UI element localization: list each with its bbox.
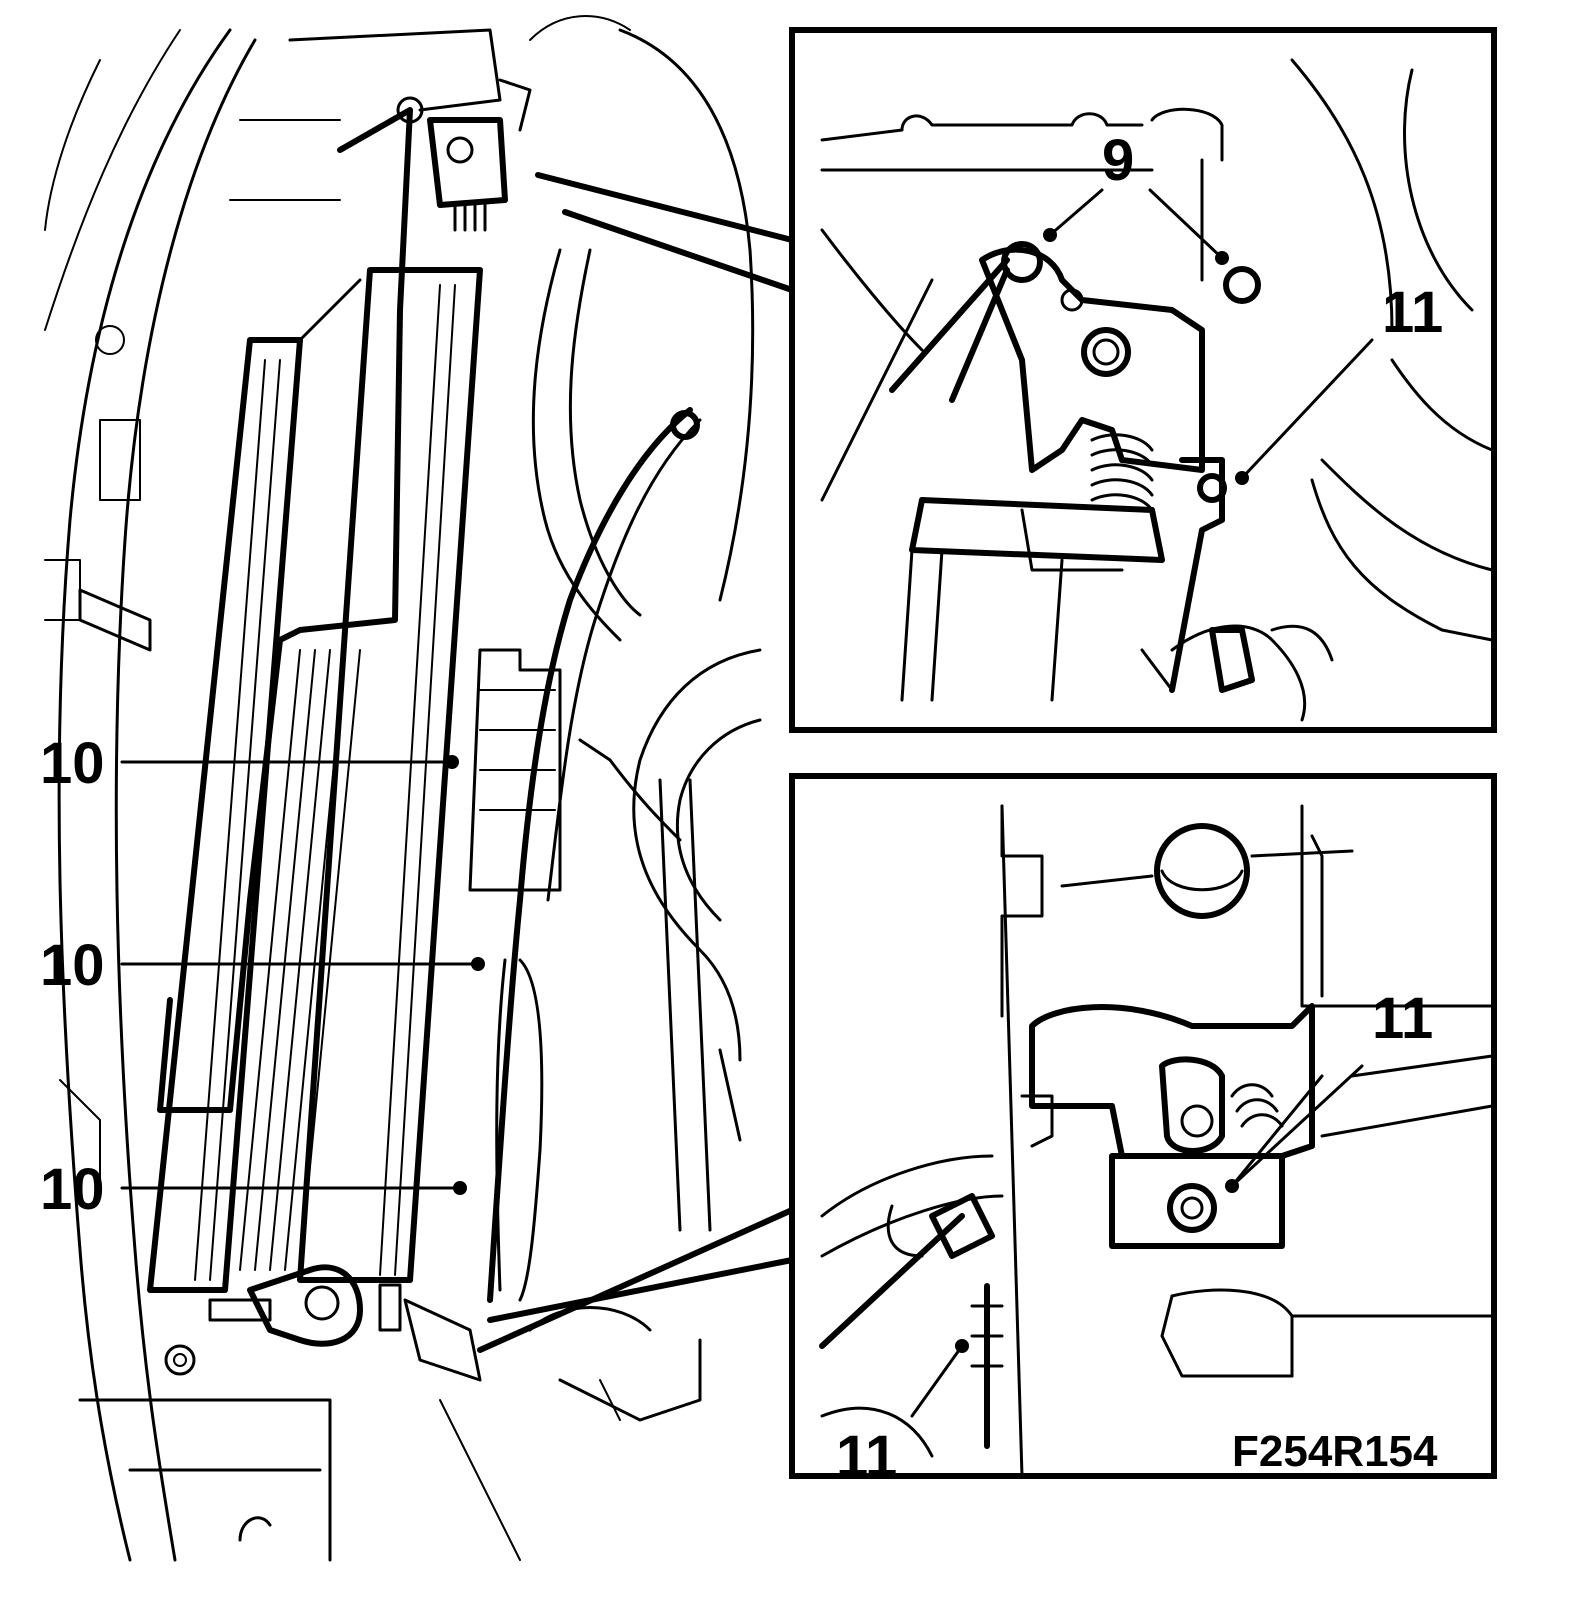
callout-label-11-upper: 11 bbox=[1372, 986, 1433, 1051]
inset-nut-right bbox=[1223, 266, 1261, 304]
radiator-core bbox=[147, 337, 303, 1293]
top-inset-frame bbox=[789, 27, 1497, 733]
bottom-inset-grommet bbox=[1154, 823, 1250, 919]
top-mount-bracket bbox=[396, 78, 532, 232]
figure-id-label: F254R154 bbox=[1232, 1427, 1438, 1476]
callout-label-10-b: 10 bbox=[40, 933, 105, 998]
callout-label-10-c: 10 bbox=[40, 1157, 105, 1222]
lower-mount-bracket bbox=[208, 1264, 402, 1347]
main-view: 10 10 10 bbox=[40, 15, 795, 1562]
bottom-inset: 11 11 F254R154 bbox=[789, 773, 1497, 1489]
bottom-inset-bracket bbox=[1109, 1153, 1285, 1249]
connector-box bbox=[468, 648, 562, 892]
callout-label-9: 9 bbox=[1102, 128, 1134, 193]
wiring-harness bbox=[487, 407, 693, 1303]
top-inset-clip: 9 11 bbox=[820, 58, 1494, 722]
callout-label-10-a: 10 bbox=[40, 731, 105, 796]
callout-10-a-dot bbox=[445, 755, 459, 769]
bottom-inset-spring bbox=[1230, 1083, 1284, 1128]
callout-label-11-top: 11 bbox=[1382, 280, 1443, 345]
radiator-shroud bbox=[297, 267, 483, 1283]
inset-bracket bbox=[979, 246, 1205, 473]
bottom-inset-nut bbox=[929, 1193, 995, 1259]
inset-spring bbox=[1090, 433, 1154, 512]
callout-10-b-dot bbox=[471, 957, 485, 971]
callout-10-c-dot bbox=[453, 1181, 467, 1195]
bottom-inset-frame bbox=[789, 773, 1497, 1479]
top-inset: 9 11 bbox=[789, 27, 1497, 733]
callout-label-11-lower: 11 bbox=[836, 1424, 897, 1489]
bottom-inset-clip: 11 11 bbox=[819, 804, 1494, 1489]
